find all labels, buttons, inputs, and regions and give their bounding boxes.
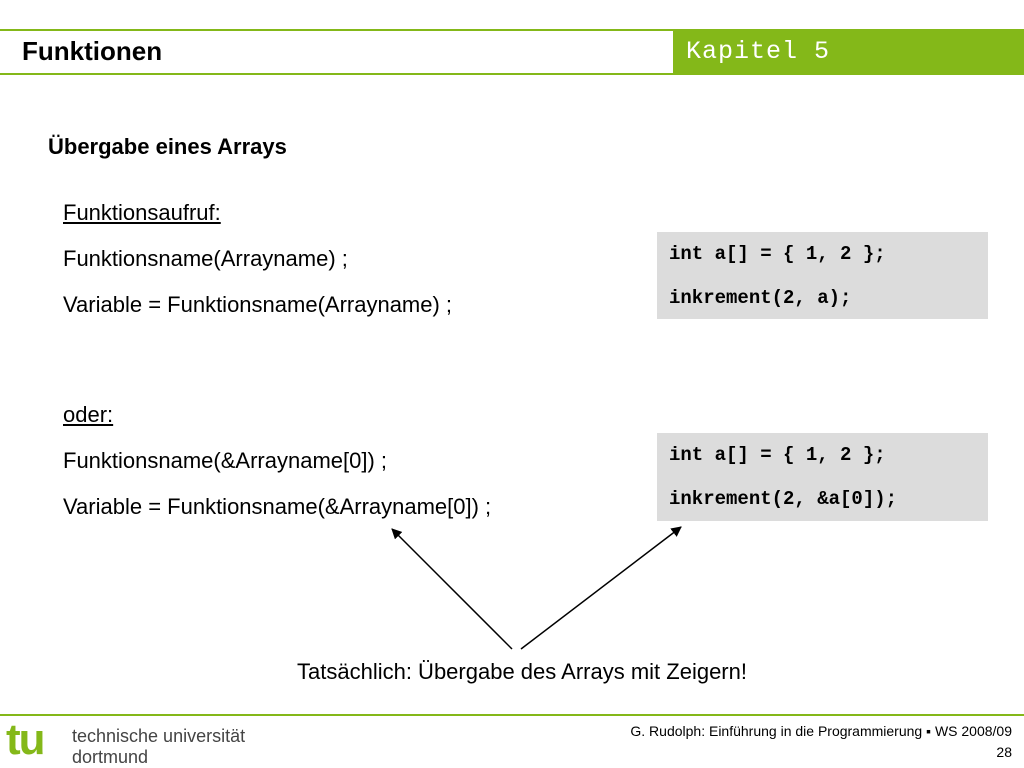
code-line: int a[] = { 1, 2 }; bbox=[669, 243, 886, 265]
header-top-rule bbox=[0, 29, 1024, 31]
arrow-right bbox=[520, 526, 682, 650]
block2-label: oder: bbox=[63, 402, 114, 427]
code-line: inkrement(2, &a[0]); bbox=[669, 488, 898, 510]
tu-logo-icon: tu bbox=[6, 715, 46, 764]
code-line: int a[] = { 1, 2 }; bbox=[669, 444, 886, 466]
footer-rule bbox=[0, 714, 1024, 716]
logo-text-line1: technische universität bbox=[72, 726, 246, 746]
code-box-2: int a[] = { 1, 2 }; inkrement(2, &a[0]); bbox=[657, 433, 988, 521]
header-bottom-rule bbox=[0, 73, 1024, 75]
section-title: Übergabe eines Arrays bbox=[48, 134, 287, 159]
conclusion-text: Tatsächlich: Übergabe des Arrays mit Zei… bbox=[297, 659, 747, 684]
slide-header-title: Funktionen bbox=[22, 36, 163, 66]
arrow-left bbox=[391, 528, 513, 650]
block1-label: Funktionsaufruf: bbox=[63, 200, 221, 225]
block2-line2: Variable = Funktionsname(&Arrayname[0]) … bbox=[63, 494, 492, 519]
code-line: inkrement(2, a); bbox=[669, 287, 852, 309]
block1-line1: Funktionsname(Arrayname) ; bbox=[63, 246, 348, 271]
logo-text-line2: dortmund bbox=[72, 747, 149, 767]
block2-line1: Funktionsname(&Arrayname[0]) ; bbox=[63, 448, 388, 473]
chapter-tab: Kapitel 5 bbox=[673, 30, 1024, 74]
code-box-1: int a[] = { 1, 2 }; inkrement(2, a); bbox=[657, 232, 988, 319]
footer-credit: G. Rudolph: Einführung in die Programmie… bbox=[630, 723, 1012, 739]
page-number: 28 bbox=[996, 744, 1012, 760]
block1-line2: Variable = Funktionsname(Arrayname) ; bbox=[63, 292, 453, 317]
